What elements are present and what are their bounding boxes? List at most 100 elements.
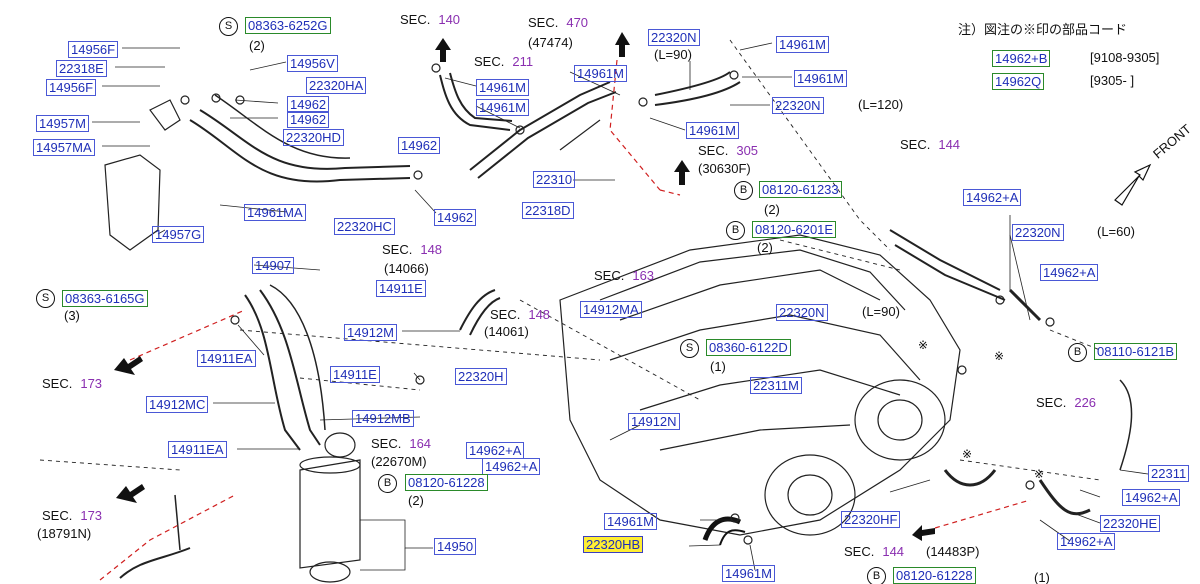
screw-symbol: S [680, 339, 699, 358]
part-label[interactable]: 14962 [287, 96, 330, 113]
annotation: (14483P) [926, 544, 980, 559]
part-label[interactable]: 08110-6121B [1094, 343, 1178, 360]
part-label[interactable]: 22310 [533, 171, 576, 188]
note-marker: ※ [962, 447, 973, 461]
note-marker: ※ [1034, 467, 1045, 481]
part-label[interactable]: 14957M [36, 115, 89, 132]
part-label[interactable]: 14962+A [466, 442, 525, 459]
part-label[interactable]: 14962+A [1040, 264, 1099, 281]
part-label[interactable]: 14912MC [146, 396, 209, 413]
part-label[interactable]: 14961M [574, 65, 627, 82]
annotation: (1) [710, 359, 726, 374]
part-label[interactable]: 14962+A [482, 458, 541, 475]
highlighted-part-label[interactable]: 22320HB [583, 536, 644, 553]
part-label[interactable]: 08120-6201E [752, 221, 837, 238]
part-label[interactable]: 14961M [722, 565, 775, 582]
part-label[interactable]: 14962 [287, 111, 330, 128]
part-label[interactable]: 14962+A [1057, 533, 1116, 550]
part-label[interactable]: 14911E [376, 280, 426, 297]
part-label[interactable]: 14912MB [352, 410, 414, 427]
part-label[interactable]: 14956F [68, 41, 119, 58]
part-label[interactable]: 14961M [776, 36, 829, 53]
note-range: [9108-9305] [1090, 50, 1160, 65]
part-label[interactable]: 14912M [344, 324, 397, 341]
part-label[interactable]: 14956V [287, 55, 338, 72]
part-label[interactable]: 14956F [46, 79, 97, 96]
part-label[interactable]: 22320N [772, 97, 824, 114]
part-label[interactable]: 08120-61228 [405, 474, 488, 491]
part-label[interactable]: 22320N [1012, 224, 1064, 241]
annotation: (3) [64, 308, 80, 323]
part-label[interactable]: 14907 [252, 257, 295, 274]
section-ref[interactable]: SEC.226 [1036, 395, 1097, 410]
annotation: (L=60) [1097, 224, 1135, 239]
part-label[interactable]: 14957G [152, 226, 205, 243]
note-code[interactable]: 14962Q [992, 73, 1045, 90]
part-label[interactable]: 08363-6165G [62, 290, 148, 307]
part-label[interactable]: 22320HF [841, 511, 901, 528]
annotation: (14061) [484, 324, 529, 339]
part-label[interactable]: 14950 [434, 538, 477, 555]
part-label[interactable]: 14961M [686, 122, 739, 139]
bolt-symbol: B [867, 567, 886, 584]
annotation: (2) [249, 38, 265, 53]
note-marker: ※ [994, 349, 1005, 363]
part-label[interactable]: 14957MA [33, 139, 95, 156]
part-label[interactable]: 22320HC [334, 218, 395, 235]
part-label[interactable]: 14912MA [580, 301, 642, 318]
part-label[interactable]: 22318D [522, 202, 574, 219]
note-marker: ※ [918, 338, 929, 352]
part-label[interactable]: 22320HD [283, 129, 344, 146]
part-label[interactable]: 08120-61233 [759, 181, 842, 198]
section-ref[interactable]: SEC.140 [400, 12, 461, 27]
section-ref[interactable]: SEC.305 [698, 143, 759, 158]
section-ref[interactable]: SEC.470 [528, 15, 589, 30]
part-label[interactable]: 14912N [628, 413, 680, 430]
part-label[interactable]: 22320HA [306, 77, 367, 94]
annotation: (22670M) [371, 454, 427, 469]
section-ref[interactable]: SEC.211 [474, 54, 534, 69]
section-ref[interactable]: SEC.164 [371, 436, 432, 451]
part-label[interactable]: 14961M [476, 99, 529, 116]
part-label[interactable]: 14911EA [168, 441, 227, 458]
part-label[interactable]: 14961M [604, 513, 657, 530]
part-label[interactable]: 22320H [455, 368, 507, 385]
part-label[interactable]: 14962+A [963, 189, 1022, 206]
section-ref[interactable]: SEC.173 [42, 376, 103, 391]
bolt-symbol: B [1068, 343, 1087, 362]
part-label[interactable]: 22311 [1148, 465, 1190, 482]
part-label[interactable]: 22320N [648, 29, 700, 46]
note-code[interactable]: 14962+B [992, 50, 1051, 67]
part-label[interactable]: 14962 [398, 137, 441, 154]
part-label[interactable]: 14911EA [197, 350, 256, 367]
annotation: (2) [757, 240, 773, 255]
section-ref[interactable]: SEC.144 [844, 544, 905, 559]
part-label[interactable]: 22320HE [1100, 515, 1161, 532]
part-label[interactable]: 22318E [56, 60, 107, 77]
part-label[interactable]: 14961MA [244, 204, 306, 221]
part-label[interactable]: 22311M [750, 377, 803, 394]
part-label[interactable]: 08363-6252G [245, 17, 331, 34]
section-ref[interactable]: SEC.173 [42, 508, 103, 523]
part-label[interactable]: 14962 [434, 209, 477, 226]
section-ref[interactable]: SEC.148 [490, 307, 551, 322]
annotation: (18791N) [37, 526, 92, 541]
note-range: [9305- ] [1090, 73, 1135, 88]
part-label[interactable]: 14961M [476, 79, 529, 96]
screw-symbol: S [219, 17, 238, 36]
part-label[interactable]: 14911E [330, 366, 380, 383]
screw-symbol: S [36, 289, 55, 308]
section-ref[interactable]: SEC.148 [382, 242, 443, 257]
annotation: (L=90) [654, 47, 692, 62]
section-ref[interactable]: SEC.163 [594, 268, 655, 283]
part-label[interactable]: 14961M [794, 70, 847, 87]
annotation: (2) [408, 493, 424, 508]
part-label[interactable]: 08120-61228 [893, 567, 976, 584]
part-label[interactable]: 14962+A [1122, 489, 1181, 506]
part-label[interactable]: 08360-6122D [706, 339, 791, 356]
note-heading: 注）図注の※印の部品コード [958, 22, 1128, 37]
section-ref[interactable]: SEC.144 [900, 137, 961, 152]
part-label[interactable]: 22320N [776, 304, 828, 321]
